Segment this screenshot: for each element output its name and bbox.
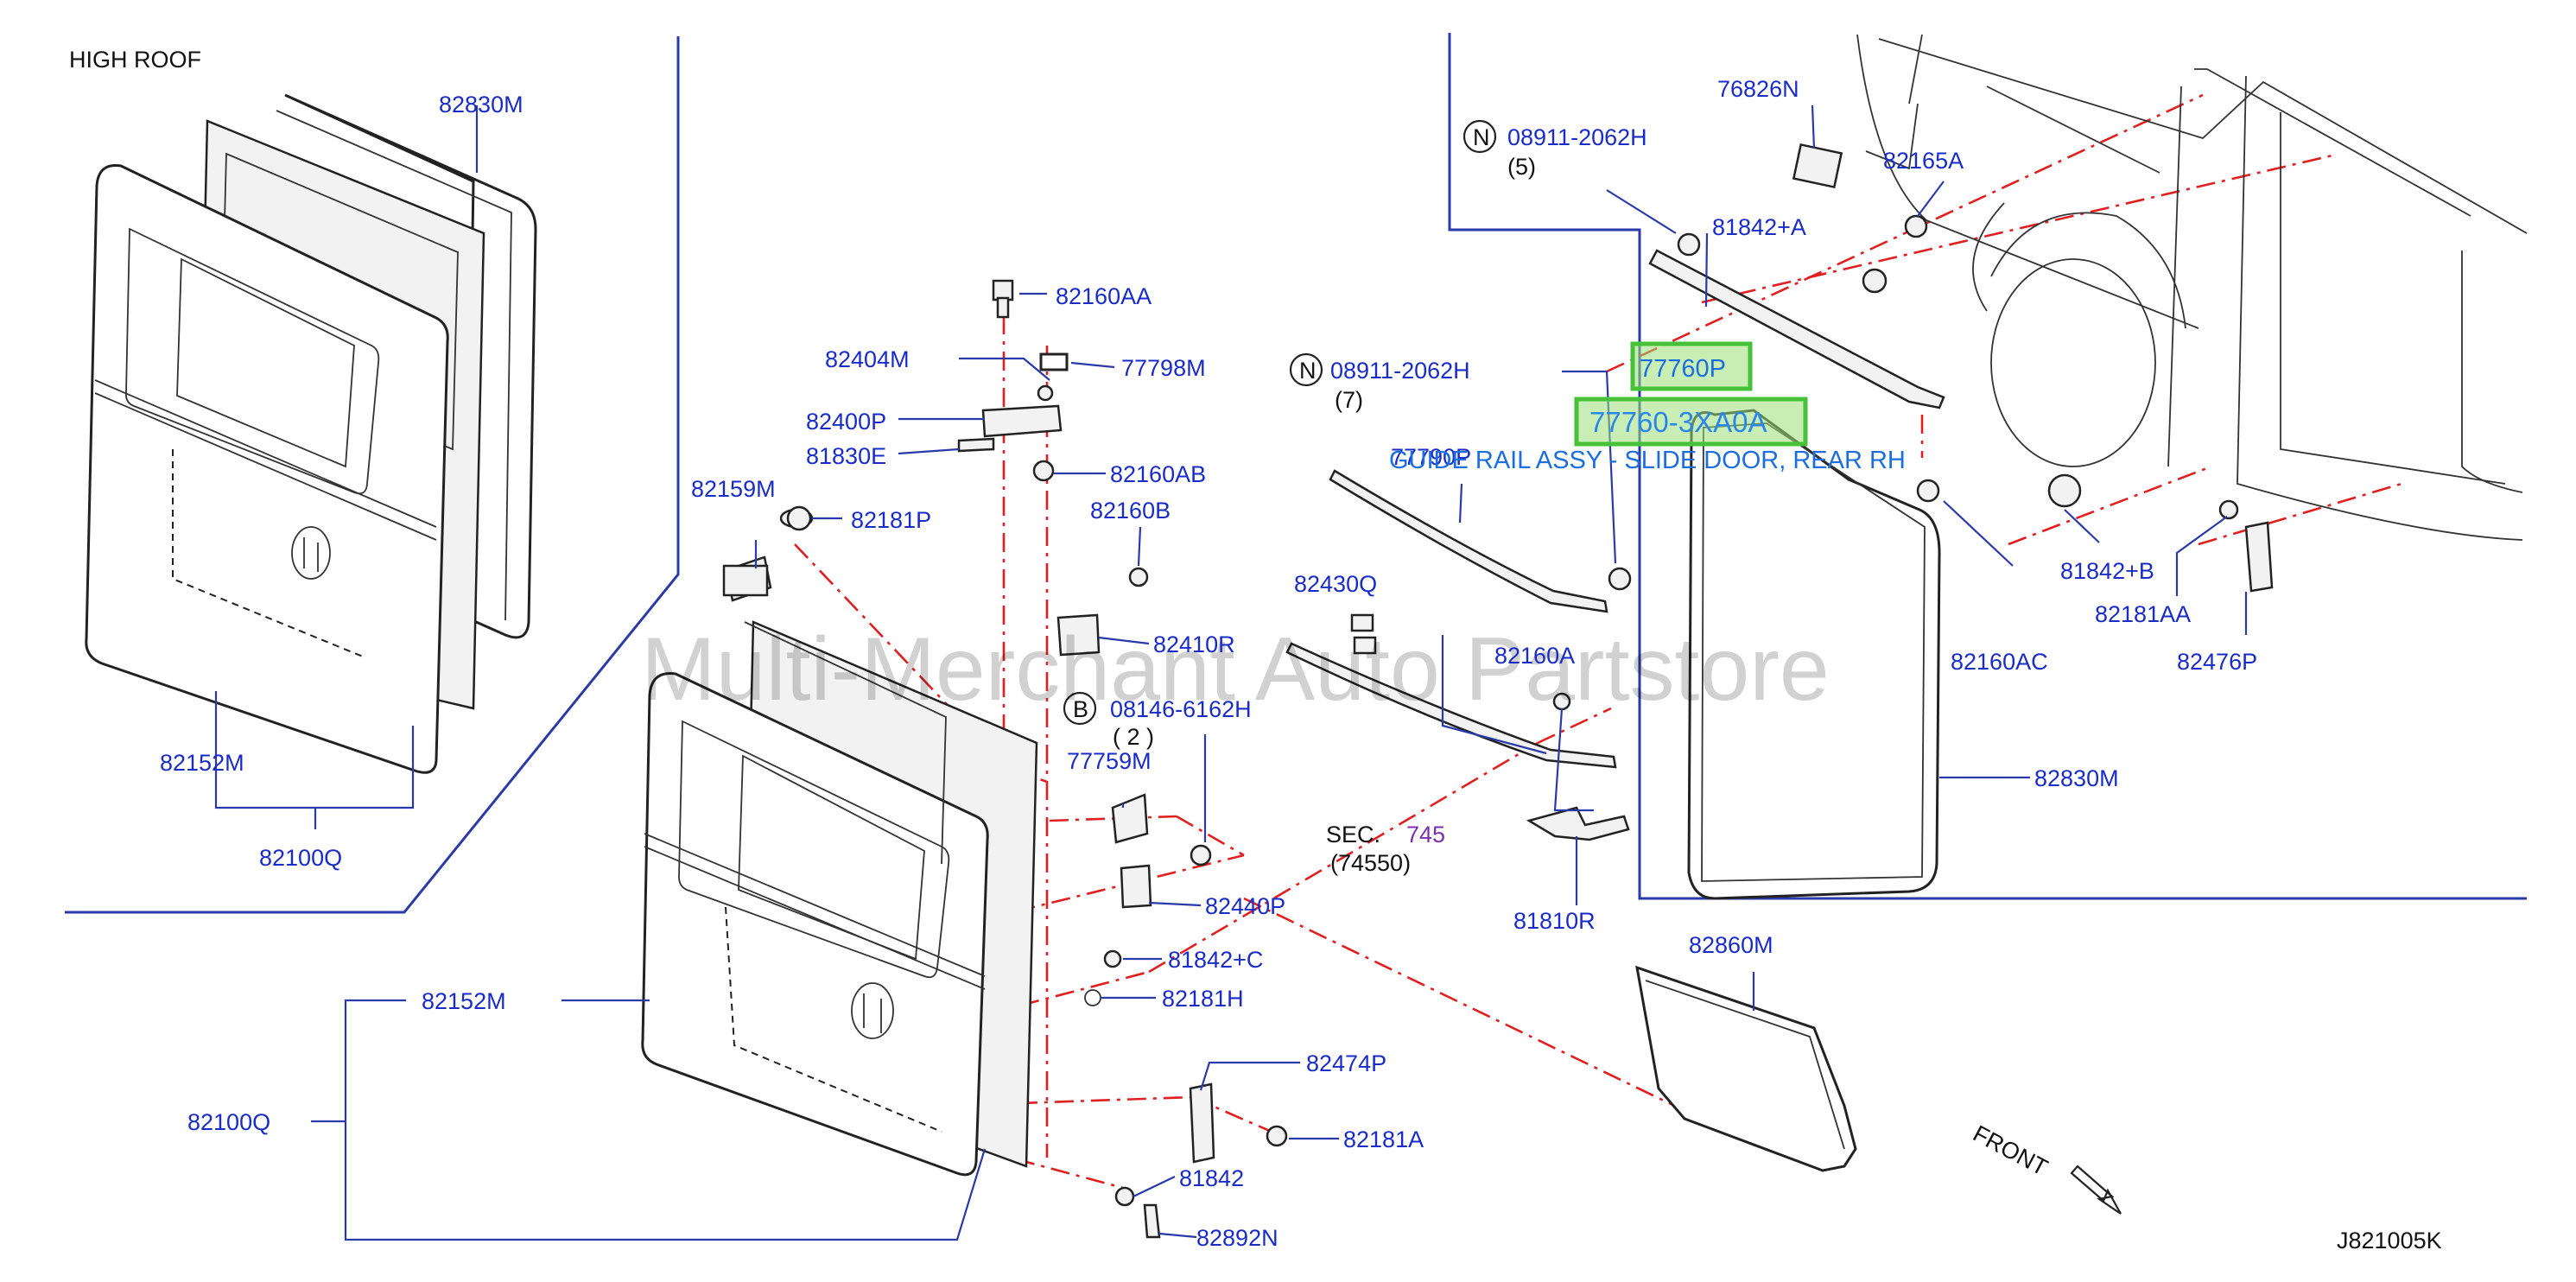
front-arrow-icon xyxy=(2070,1165,2122,1215)
callout-82100Q-bottom[interactable]: 82100Q xyxy=(187,1109,270,1135)
callout-82165A[interactable]: 82165A xyxy=(1883,148,1964,174)
b-symbol-icon xyxy=(1063,691,1097,726)
slide-door-assembly xyxy=(641,620,1038,1177)
leader-lines xyxy=(214,105,2248,1241)
callout-76826N[interactable]: 76826N xyxy=(1717,76,1799,102)
callout-82181A[interactable]: 82181A xyxy=(1343,1127,1424,1152)
callout-82152M-bottom[interactable]: 82152M xyxy=(422,988,506,1014)
n-symbol-icon xyxy=(1289,352,1323,387)
callout-82100Q-top[interactable]: 82100Q xyxy=(259,845,342,871)
callout-82159M[interactable]: 82159M xyxy=(691,476,776,502)
n-symbol-icon xyxy=(1462,119,1497,154)
callout-77790P[interactable]: 77790P xyxy=(1391,444,1471,470)
highlight-part-name: GUIDE RAIL ASSY - SLIDE DOOR, REAR RH xyxy=(1389,447,1906,474)
callout-81842A[interactable]: 81842+A xyxy=(1712,214,1806,240)
callout-81842[interactable]: 81842 xyxy=(1179,1165,1244,1191)
callout-81830E[interactable]: 81830E xyxy=(806,443,886,469)
callout-08911-2062H-b[interactable]: 08911-2062H xyxy=(1330,358,1470,384)
callout-81810R[interactable]: 81810R xyxy=(1513,908,1596,934)
high-roof-door-assembly xyxy=(85,93,537,774)
diagram-code: J821005K xyxy=(2337,1228,2442,1253)
callout-82181H[interactable]: 82181H xyxy=(1162,986,1244,1012)
front-label: FRONT xyxy=(1969,1120,2052,1181)
callout-82410R[interactable]: 82410R xyxy=(1153,631,1235,657)
b-symbol-text: B xyxy=(1073,696,1088,722)
callout-81842B[interactable]: 81842+B xyxy=(2060,558,2154,584)
frame-lines xyxy=(65,33,2527,914)
callout-82160AB[interactable]: 82160AB xyxy=(1110,461,1206,487)
sec-number-link[interactable]: 745 xyxy=(1406,822,1445,847)
callout-08146-6162H[interactable]: 08146-6162H xyxy=(1110,696,1252,722)
watermark-text: Multi-Merchant Auto Partstore xyxy=(641,619,1830,720)
callout-82160A[interactable]: 82160A xyxy=(1494,643,1575,669)
callout-77759M[interactable]: 77759M xyxy=(1067,748,1152,774)
callout-82152M-top[interactable]: 82152M xyxy=(160,750,244,776)
circled-symbols: N N B xyxy=(1063,119,1497,726)
callout-82404M[interactable]: 82404M xyxy=(825,346,910,372)
callout-82160AC[interactable]: 82160AC xyxy=(1951,649,2048,675)
callout-82400P[interactable]: 82400P xyxy=(806,409,886,435)
highlight-part-77760-3XA0A[interactable]: 77760-3XA0A xyxy=(1589,406,1767,438)
n-symbol-text: N xyxy=(1299,358,1317,384)
qty-08911-b: (7) xyxy=(1335,387,1363,413)
callout-82160AA[interactable]: 82160AA xyxy=(1056,283,1152,309)
callout-82430Q[interactable]: 82430Q xyxy=(1294,571,1377,597)
callout-82476P[interactable]: 82476P xyxy=(2177,649,2257,675)
header-note: HIGH ROOF xyxy=(69,47,201,73)
n-symbol-text: N xyxy=(1473,124,1490,150)
callout-82440P[interactable]: 82440P xyxy=(1205,893,1285,919)
callout-82160B[interactable]: 82160B xyxy=(1090,498,1171,524)
door-seals xyxy=(1635,409,1941,1172)
hinge-parts xyxy=(722,279,1288,1239)
callout-82181AA[interactable]: 82181AA xyxy=(2095,601,2191,627)
callout-82892N[interactable]: 82892N xyxy=(1196,1225,1278,1251)
callout-82830M-right[interactable]: 82830M xyxy=(2034,765,2119,791)
rail-parts xyxy=(1285,232,1945,841)
highlight-part-77760P[interactable]: 77760P xyxy=(1640,355,1726,383)
callout-81842C[interactable]: 81842+C xyxy=(1168,947,1263,973)
vehicle-body xyxy=(1792,34,2528,593)
sec-sub: (74550) xyxy=(1330,850,1411,876)
callout-82474P[interactable]: 82474P xyxy=(1306,1050,1386,1076)
callout-82860M[interactable]: 82860M xyxy=(1689,932,1773,958)
sec-prefix: SEC. xyxy=(1326,822,1380,847)
qty-08911-a: (5) xyxy=(1507,154,1536,180)
highlight-box-77760P[interactable] xyxy=(1630,341,1753,391)
callout-82830M-top[interactable]: 82830M xyxy=(439,92,523,117)
callout-08911-2062H-a[interactable]: 08911-2062H xyxy=(1507,124,1647,150)
callout-77798M[interactable]: 77798M xyxy=(1121,355,1206,381)
callout-82181P[interactable]: 82181P xyxy=(851,507,931,533)
qty-08146: ( 2 ) xyxy=(1113,724,1154,750)
highlight-box-77760-3XA0A[interactable] xyxy=(1574,397,1808,447)
